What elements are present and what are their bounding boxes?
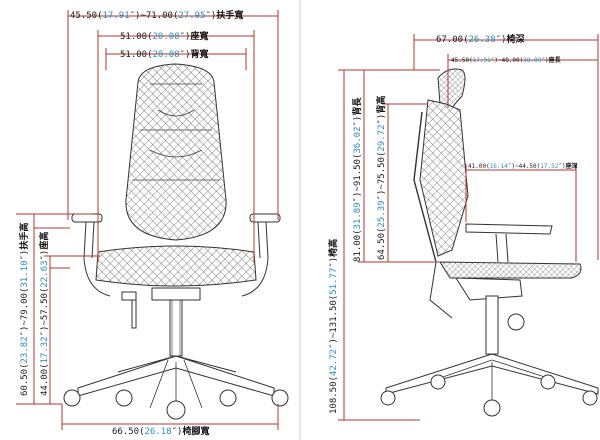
front-caster-2 xyxy=(115,389,133,407)
dim-back-length: 81.00(31.89″)~91.50(36.02″)背長 xyxy=(351,97,363,262)
dim-seat-depth-total: 67.00(26.38″)椅深 xyxy=(436,33,524,45)
front-caster-1 xyxy=(63,389,81,407)
front-view-chair xyxy=(63,63,289,420)
front-caster-4 xyxy=(219,389,237,407)
dim-armrest-height: 60.50(23.82″)~79.00(31.10″)扶手高 xyxy=(18,223,30,396)
dim-seat-length: 45.50(17.91″)~48.00(18.89″)座長 xyxy=(451,56,562,64)
side-mechanism xyxy=(455,277,523,301)
dim-line-armrest-width xyxy=(67,10,279,220)
side-headrest xyxy=(437,68,466,113)
dim-armrest-width: 45.50(17.91″)~71.00(27.95″)扶手寬 xyxy=(70,9,243,21)
dim-line-seat-width xyxy=(97,30,255,262)
dim-seat-width: 51.00(20.08″)座寬 xyxy=(120,30,208,42)
dim-seat-height: 44.00(17.32″)~57.50(22.63″)座高 xyxy=(38,232,50,396)
side-caster-3 xyxy=(483,399,501,417)
dim-back-height: 64.50(25.39″)~75.50(29.72″)背高 xyxy=(375,96,387,260)
side-backrest-mesh xyxy=(419,99,469,257)
front-seat-mesh xyxy=(95,245,257,287)
dim-line-back-height xyxy=(382,103,428,262)
dim-base-width: 66.50(26.18″)椅腳寬 xyxy=(112,425,209,437)
side-caster-1 xyxy=(380,390,396,406)
dim-line-chair-height xyxy=(338,69,440,421)
side-tilt-knob xyxy=(507,313,525,331)
dim-line-base-width xyxy=(16,403,279,430)
dim-line-seat-depth xyxy=(465,164,577,262)
dim-seat-depth: 41.00(16.14″)~44.50(17.52″)座深 xyxy=(468,162,578,170)
dim-line-seat-depth-total xyxy=(413,34,599,260)
dim-line-back-width xyxy=(105,48,247,70)
front-caster-3 xyxy=(166,400,186,420)
dim-back-width: 51.00(20.08″)背寬 xyxy=(120,48,208,60)
dim-line-seat-height xyxy=(44,255,100,404)
front-caster-5 xyxy=(271,389,289,407)
side-seat-mesh xyxy=(439,261,582,279)
dim-line-armrest-height xyxy=(16,213,92,404)
side-caster-2 xyxy=(430,374,446,390)
side-caster-4 xyxy=(540,374,556,390)
front-backrest-mesh xyxy=(125,63,227,241)
front-right-armrest xyxy=(249,213,281,223)
side-armrest xyxy=(465,223,553,235)
side-view-chair xyxy=(380,68,599,417)
front-seat-mechanism xyxy=(151,287,201,301)
side-gas-column xyxy=(485,295,499,355)
dim-line-back-length xyxy=(358,70,440,263)
dim-line-seat-length xyxy=(447,54,598,108)
dim-chair-height: 108.50(42.72″)~131.50(51.77″)椅高 xyxy=(327,239,339,414)
dimension-lines xyxy=(16,10,599,430)
side-caster-5 xyxy=(582,390,598,406)
